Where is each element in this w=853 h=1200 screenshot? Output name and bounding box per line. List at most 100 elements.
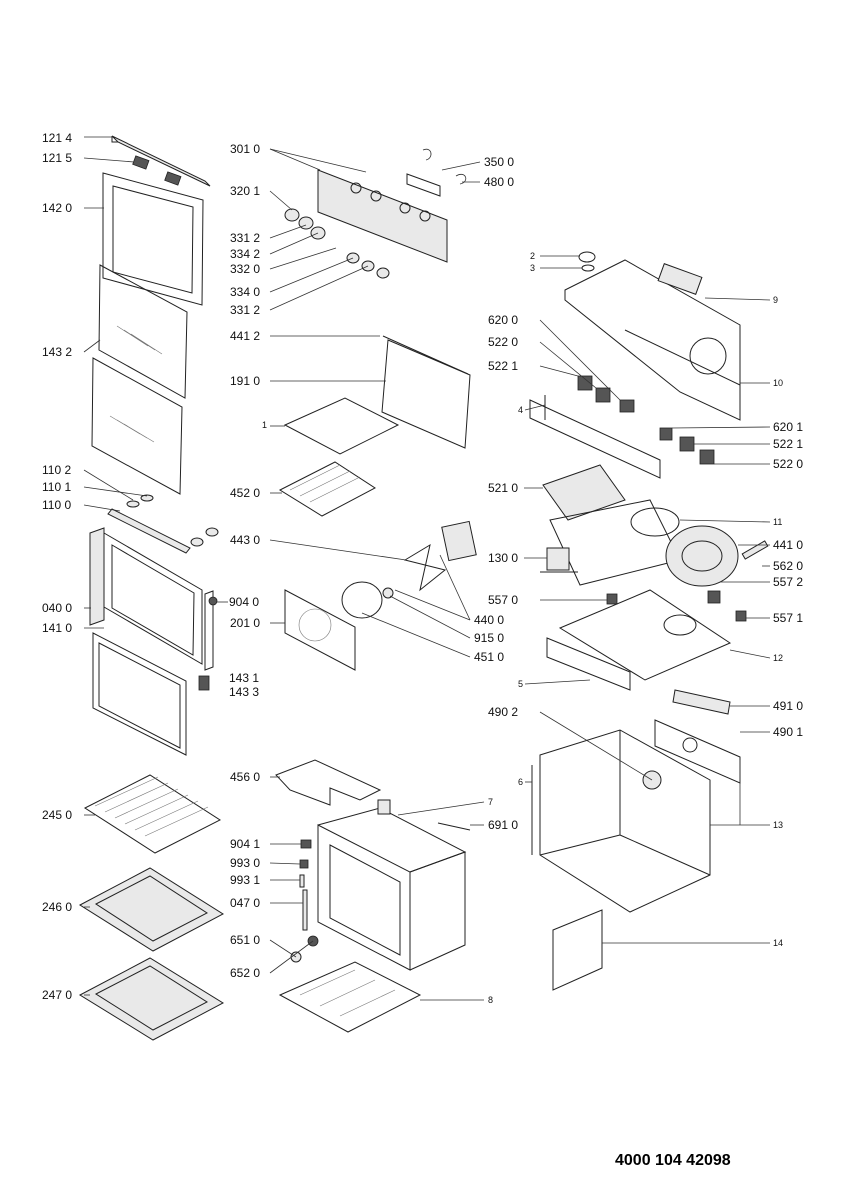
label-247-0: 247 0 xyxy=(42,988,73,1002)
base-plate xyxy=(546,589,732,691)
label-331-2-a: 331 2 xyxy=(230,231,261,245)
leader-lines xyxy=(83,136,771,1001)
label-142-0: 142 0 xyxy=(42,201,73,215)
terminal-block xyxy=(672,689,731,715)
label-332-0: 332 0 xyxy=(230,262,261,276)
top-housing-plate xyxy=(564,251,741,421)
label-9: 9 xyxy=(773,295,779,305)
label-14: 14 xyxy=(773,938,784,948)
label-443-0: 443 0 xyxy=(230,533,261,547)
label-12: 12 xyxy=(773,653,784,663)
label-557-1: 557 1 xyxy=(773,611,804,625)
label-562-0: 562 0 xyxy=(773,559,804,573)
label-620-1: 620 1 xyxy=(773,420,804,434)
document-number: 4000 104 42098 xyxy=(615,1152,731,1169)
oven-seal xyxy=(381,335,471,449)
label-480-0: 480 0 xyxy=(484,175,515,189)
bottom-heater-tray xyxy=(278,961,422,1033)
label-521-0: 521 0 xyxy=(488,481,519,495)
top-heater xyxy=(275,759,382,806)
label-691-0: 691 0 xyxy=(488,818,519,832)
inner-glass-2 xyxy=(91,357,183,495)
grill-rack xyxy=(278,461,376,517)
shelf-rack xyxy=(83,774,222,854)
label-993-1: 993 1 xyxy=(230,873,261,887)
label-522-0-a: 522 0 xyxy=(488,335,519,349)
label-490-2: 490 2 xyxy=(488,705,519,719)
label-334-2: 334 2 xyxy=(230,247,261,261)
label-915-0: 915 0 xyxy=(474,631,505,645)
label-11: 11 xyxy=(773,517,783,527)
label-110-0: 110 0 xyxy=(42,498,72,512)
label-10: 10 xyxy=(773,378,784,388)
rear-panel-plate xyxy=(283,397,400,455)
label-245-0: 245 0 xyxy=(42,808,73,822)
label-331-2-b: 331 2 xyxy=(230,303,261,317)
label-4: 4 xyxy=(518,405,524,415)
label-522-1-a: 522 1 xyxy=(488,359,519,373)
label-7: 7 xyxy=(488,797,494,807)
label-441-2: 441 2 xyxy=(230,329,261,343)
label-143-2: 143 2 xyxy=(42,345,73,359)
label-13: 13 xyxy=(773,820,784,830)
door-seal-frame xyxy=(92,632,187,756)
label-143-3: 143 3 xyxy=(229,685,260,699)
circular-heater xyxy=(341,581,383,619)
baking-tray-2 xyxy=(78,957,225,1041)
label-441-0: 441 0 xyxy=(773,538,804,552)
label-451-0: 451 0 xyxy=(474,650,505,664)
sensor-tube xyxy=(741,540,769,560)
label-557-2: 557 2 xyxy=(773,575,804,589)
label-110-2: 110 2 xyxy=(42,463,72,477)
fan-motor-blade xyxy=(382,520,477,599)
outer-casing xyxy=(531,729,711,913)
fan-motor-small xyxy=(540,547,578,573)
label-130-0: 130 0 xyxy=(488,551,519,565)
label-3: 3 xyxy=(530,263,536,273)
label-522-0-b: 522 0 xyxy=(773,457,804,471)
label-121-4: 121 4 xyxy=(42,131,73,145)
oven-cavity xyxy=(317,807,467,971)
label-121-5: 121 5 xyxy=(42,151,73,165)
label-1: 1 xyxy=(262,420,268,430)
door-spacer-washers xyxy=(107,494,219,554)
fan-cover xyxy=(284,589,356,671)
inner-glass-1 xyxy=(98,264,188,399)
inner-door-assembly xyxy=(89,527,218,691)
label-320-1: 320 1 xyxy=(230,184,261,198)
label-452-0: 452 0 xyxy=(230,486,261,500)
label-491-0: 491 0 xyxy=(773,699,804,713)
label-040-0: 040 0 xyxy=(42,601,73,615)
label-456-0: 456 0 xyxy=(230,770,261,784)
label-141-0: 141 0 xyxy=(42,621,73,635)
label-6: 6 xyxy=(518,777,524,787)
label-2: 2 xyxy=(530,251,536,261)
label-143-1: 143 1 xyxy=(229,671,260,685)
relays xyxy=(577,375,715,465)
hinge-clip xyxy=(132,155,182,186)
outer-door-glass xyxy=(102,172,204,306)
label-8: 8 xyxy=(488,995,494,1005)
baking-tray-1 xyxy=(79,867,224,952)
label-904-0: 904 0 xyxy=(229,595,260,609)
label-651-0: 651 0 xyxy=(230,933,261,947)
small-switches xyxy=(606,590,747,622)
label-5: 5 xyxy=(518,679,524,689)
control-board xyxy=(542,464,626,521)
cooling-fan-housing xyxy=(549,499,739,587)
label-201-0: 201 0 xyxy=(230,616,261,630)
label-993-0: 993 0 xyxy=(230,856,261,870)
label-557-0: 557 0 xyxy=(488,593,519,607)
rear-cover xyxy=(552,909,603,991)
label-440-0: 440 0 xyxy=(474,613,505,627)
label-301-0: 301 0 xyxy=(230,142,261,156)
control-knobs xyxy=(284,208,390,279)
label-110-1: 110 1 xyxy=(42,480,72,494)
label-490-1: 490 1 xyxy=(773,725,804,739)
door-top-profile xyxy=(111,135,211,187)
terminal-bracket xyxy=(529,395,661,479)
label-522-1-b: 522 1 xyxy=(773,437,804,451)
wiring-clip xyxy=(422,148,467,185)
